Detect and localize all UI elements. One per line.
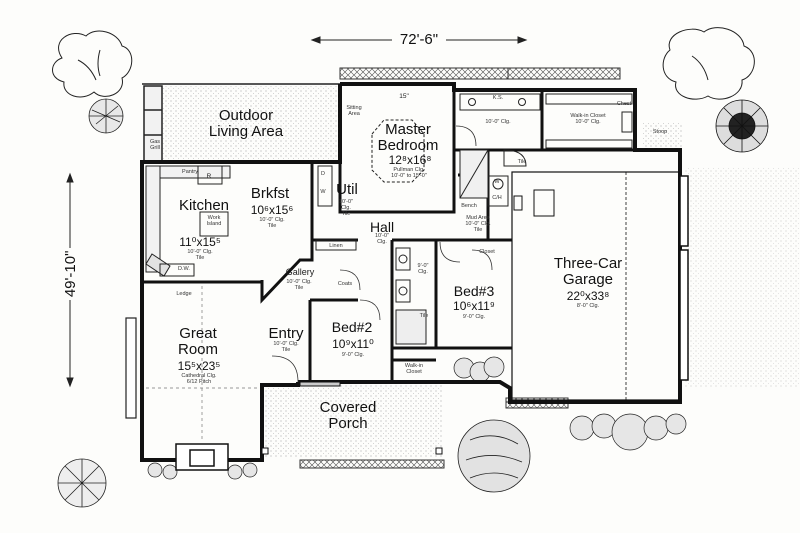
garage-notes: 8'-0" Clg. <box>576 303 600 309</box>
bench-label: Bench <box>461 203 477 209</box>
sitting-area-label: Sitting Area <box>346 105 362 117</box>
pantry-label: Pantry <box>182 169 198 175</box>
linen-label: Linen <box>329 243 343 249</box>
depth-dimension <box>66 172 74 388</box>
gallery-notes: 10'-0" Clg. Tile <box>286 279 312 291</box>
kitchen-label: Kitchen <box>178 197 230 214</box>
gallery-label: Gallery <box>285 267 315 277</box>
breakfast-size: 10⁶x15⁶ <box>250 203 294 217</box>
bath2-tile-label: Tile <box>419 313 429 319</box>
bath2-ceiling-label: 9'-0" Clg. <box>417 263 429 275</box>
mud-area-label: Mud Area 10'-0" Clg. Tile <box>465 215 491 233</box>
planter-top-right <box>507 67 621 80</box>
great-room-size: 15⁵x23⁵ <box>177 359 221 373</box>
shrubs-garage <box>569 413 687 451</box>
master-bedroom-size: 12⁸x16⁸ <box>388 153 432 167</box>
covered-porch-label: Covered Porch <box>319 399 377 432</box>
kitchen-notes: 10'-0" Clg. Tile <box>187 249 213 261</box>
outdoor-living-label: Outdoor Living Area <box>208 107 284 140</box>
kitchen-size: 11⁰x15⁵ <box>179 235 221 249</box>
kitchen-fixtures <box>145 165 231 277</box>
interior-walls <box>142 90 635 382</box>
bed2-notes: 9'-0" Clg. <box>341 352 365 358</box>
breakfast-notes: 10'-0" Clg. Tile <box>259 217 285 229</box>
great-room-notes: Cathedral Clg. 6/12 Pitch <box>181 373 217 385</box>
bed3-notes: 9'-0" Clg. <box>462 314 486 320</box>
bed3-size: 10⁶x11⁹ <box>453 299 495 313</box>
stoop-label: Stoop <box>652 129 668 135</box>
shrub-top-left <box>88 98 124 134</box>
knee-space-label: K.S. <box>492 95 504 101</box>
utility-notes: 10'-0" Clg. Tile <box>338 199 353 217</box>
chest-label: Chest <box>616 101 632 107</box>
utility-label: Util <box>336 181 358 198</box>
washer-label: W <box>320 189 326 195</box>
garage <box>511 171 689 401</box>
shrub-porch <box>457 419 531 493</box>
shrub-bottom-left <box>57 458 107 508</box>
entry-label: Entry <box>268 325 304 342</box>
planter-top <box>339 67 509 80</box>
master-tile-label: Tile <box>517 159 527 165</box>
bed2-label: Bed#2 <box>331 319 373 335</box>
master-bedroom-label: Master Bedroom <box>377 121 439 154</box>
bath-fixtures <box>315 165 509 345</box>
great-room-windows <box>125 317 137 419</box>
bed2-walkin-closet-label: Walk-in Closet <box>404 363 424 375</box>
tree-top-left <box>52 30 133 98</box>
shrubs-entry <box>453 356 505 383</box>
tree-top-right <box>662 27 755 100</box>
dishwasher-label: D.W. <box>178 266 190 272</box>
stoop-floor <box>642 122 682 152</box>
coats-label: Coats <box>337 281 353 287</box>
master-bedroom-notes: Pullman Clg. 10'-0" to 15'-0" <box>391 167 427 179</box>
dryer-label: D <box>321 171 325 177</box>
gas-grill-label: Gas Grill <box>149 139 161 151</box>
driveway <box>685 168 800 388</box>
great-room-beams <box>146 286 260 440</box>
door-swings <box>271 125 493 383</box>
garage-size: 22⁰x33⁸ <box>566 289 610 303</box>
breakfast-label: Brkfst <box>250 185 290 202</box>
ceiling-height-15-label: 15" <box>399 93 409 100</box>
porch-floor <box>263 385 443 457</box>
bed3-label: Bed#3 <box>453 283 495 299</box>
mud-washer-label: W <box>494 179 500 185</box>
work-island-label: Work Island <box>206 215 222 227</box>
hall-label: Hall <box>369 219 395 235</box>
refrigerator-label: R <box>206 173 212 180</box>
entry-notes: 10'-0" Clg. Tile <box>273 341 299 353</box>
great-room-label: Great Room <box>177 325 218 358</box>
garage-label: Three-Car Garage <box>553 255 623 288</box>
master-walkin-closet-label: Walk-in Closet 10'-0" Clg. <box>570 113 606 125</box>
overall-width-label: 72'-6" <box>399 31 439 48</box>
width-dimension <box>310 36 528 44</box>
shrub-right <box>715 99 769 153</box>
fireplace <box>175 443 229 471</box>
outdoor-living-floor <box>162 86 338 162</box>
ch-label: C/H <box>492 195 502 201</box>
master-fixtures <box>371 93 633 199</box>
porch-columns <box>261 381 443 455</box>
shrubs-great-room <box>147 462 258 480</box>
bed2-size: 10⁹x11⁰ <box>332 337 374 351</box>
bed3-closet-label: Closet <box>479 249 495 255</box>
hall-notes: 10'-0" Clg. <box>374 233 389 245</box>
planter-porch <box>299 459 445 469</box>
master-bath-ceiling: 10'-0" Clg. <box>485 119 511 125</box>
overall-depth-label: 49'-10" <box>62 250 80 298</box>
ledge-label: Ledge <box>176 291 192 297</box>
